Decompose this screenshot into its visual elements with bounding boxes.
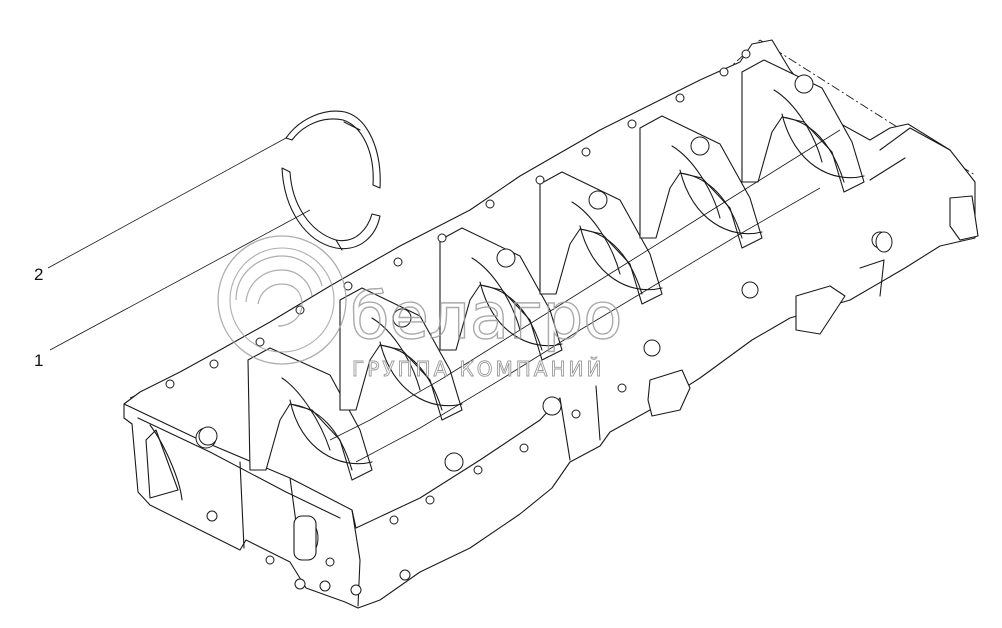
belagro-swirl-logo-icon <box>217 235 347 365</box>
watermark-brand: белагро <box>350 280 622 354</box>
callout-label-1: 1 <box>34 351 43 370</box>
callout-label-2: 2 <box>34 265 43 284</box>
bolt-holes <box>165 49 889 525</box>
watermark-tagline: ГРУППА КОМПАНИЙ <box>352 357 604 381</box>
thrust-half-ring-upper <box>285 110 381 189</box>
bearing-bulkheads <box>247 59 865 481</box>
engine-block <box>123 39 979 609</box>
thrust-half-ring-lower <box>281 167 381 251</box>
callout-2: 2 <box>34 137 287 284</box>
watermark: белагро ГРУППА КОМПАНИЙ <box>217 235 623 381</box>
callout-1: 1 <box>34 209 311 370</box>
